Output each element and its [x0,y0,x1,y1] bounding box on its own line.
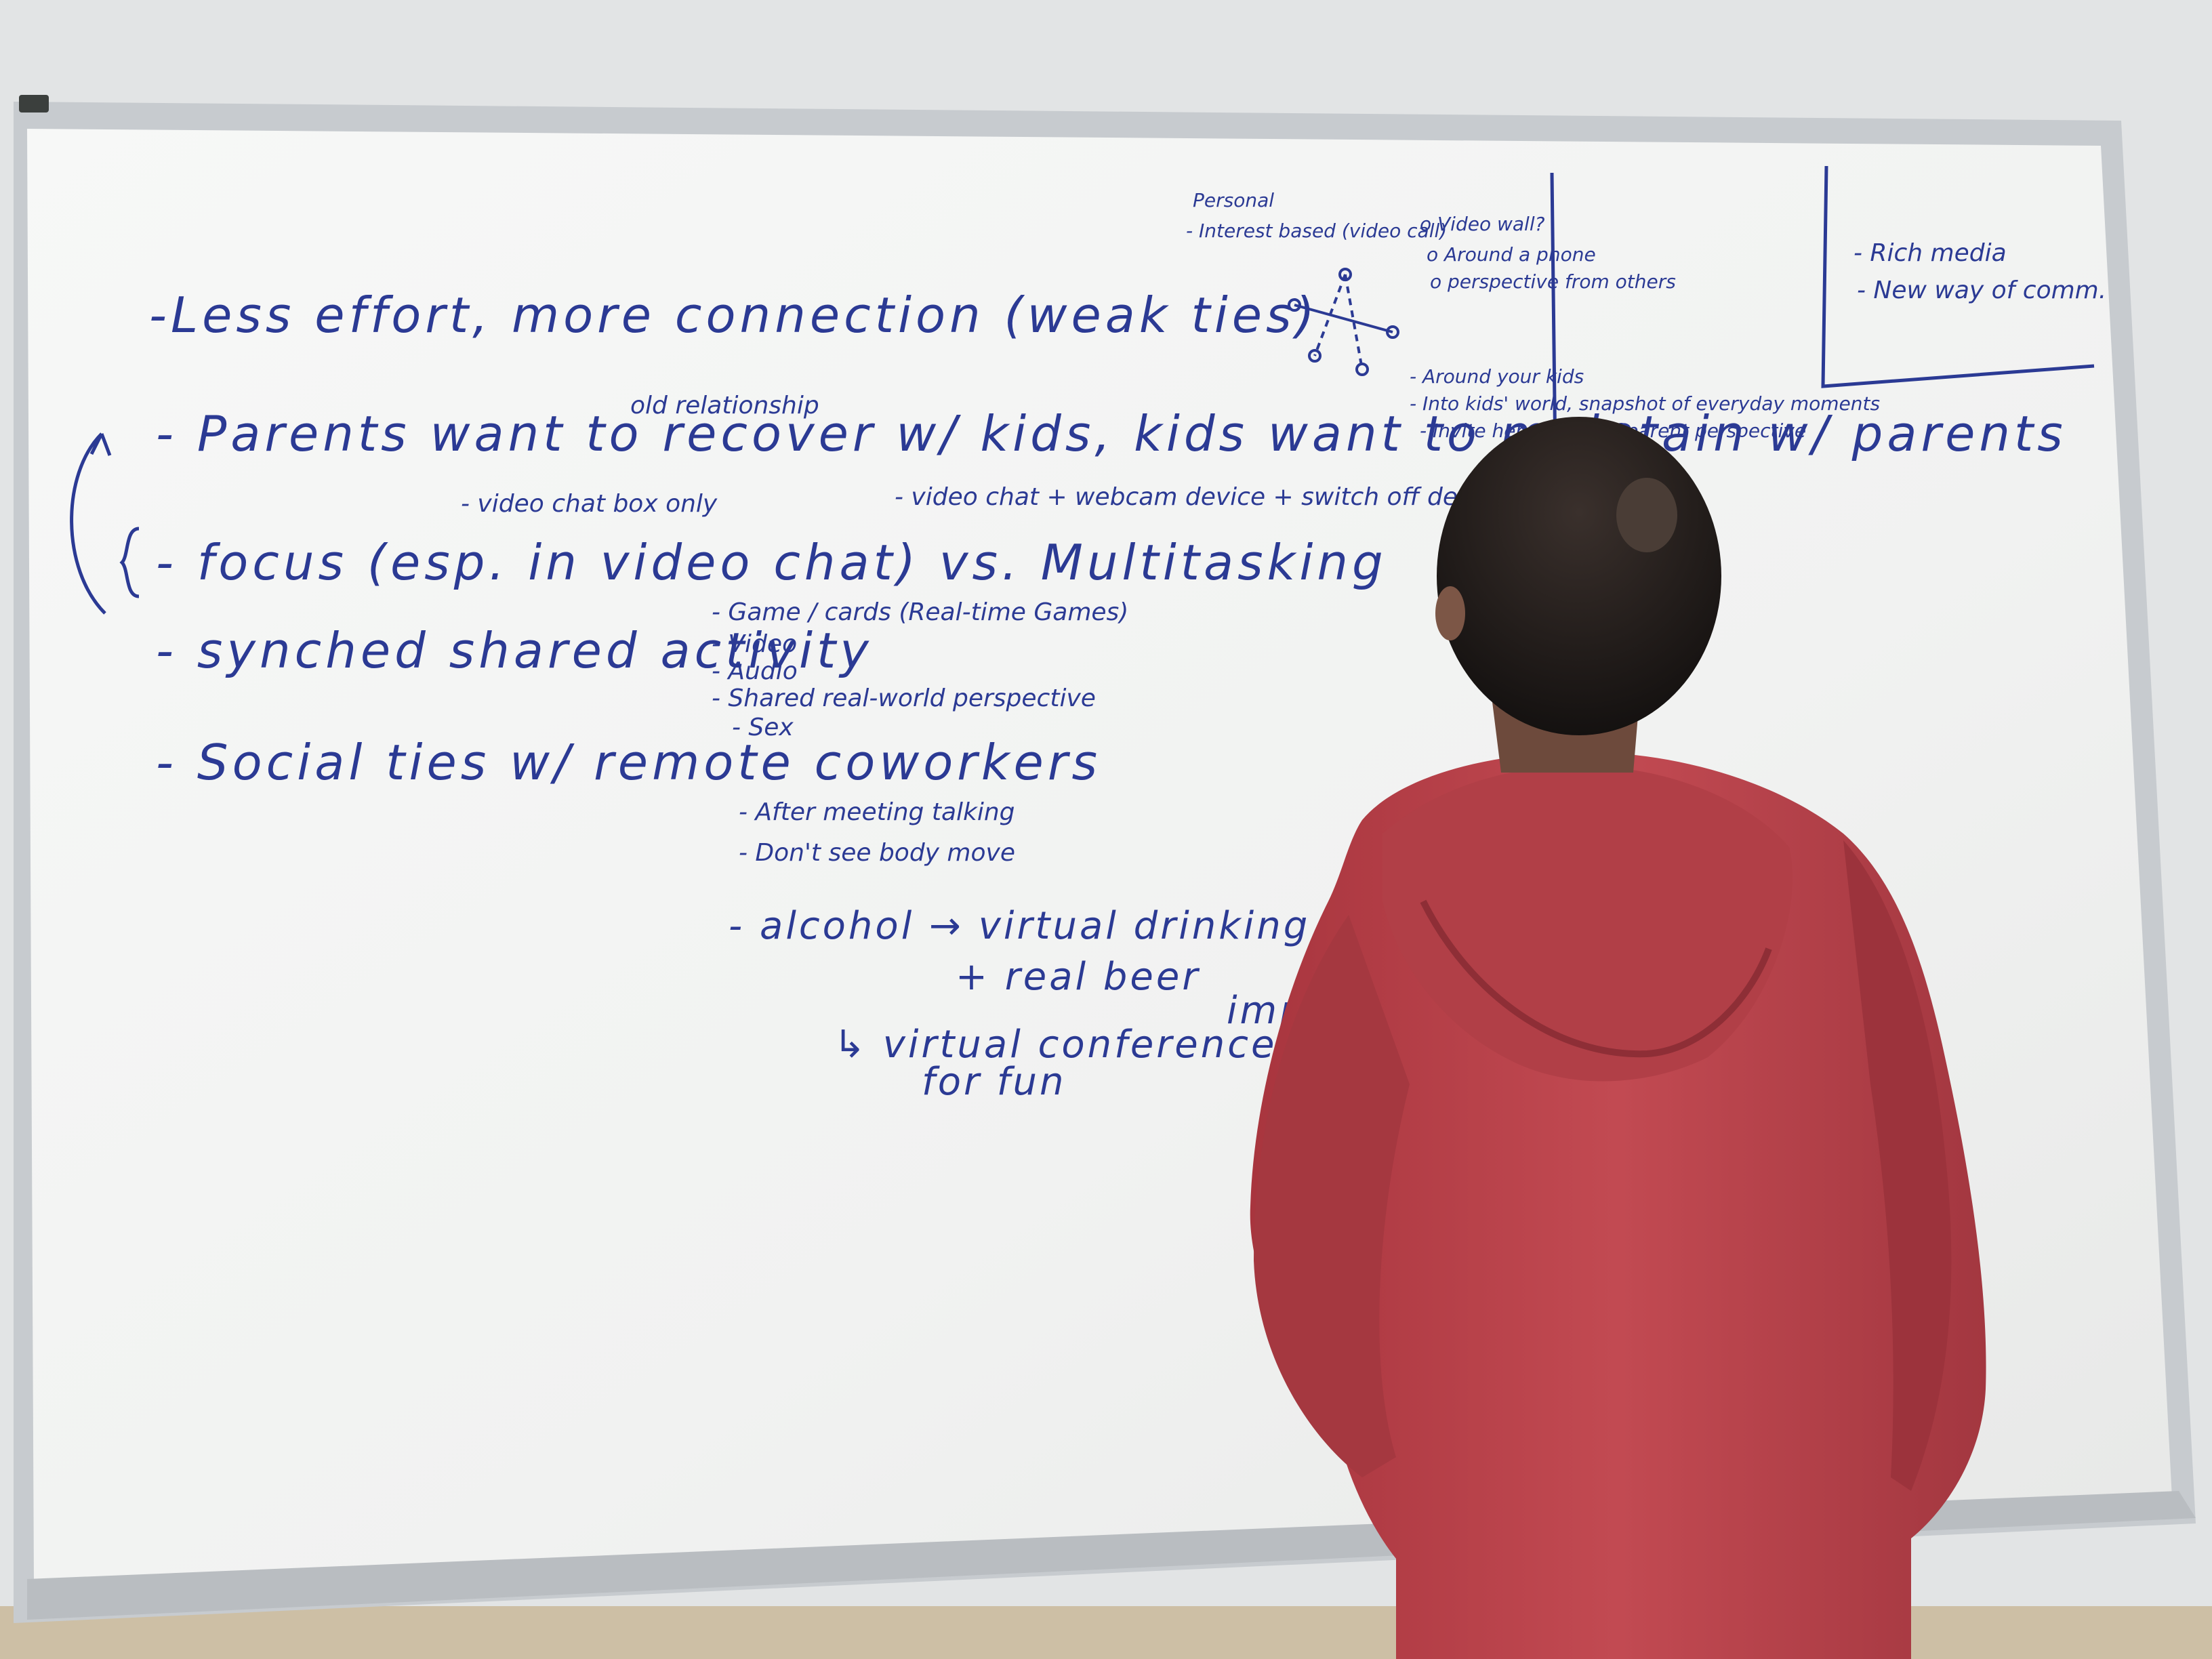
note-parents: - Parents want to recover w/ kids, kids … [156,405,2067,462]
activity-item: - Audio [712,657,798,685]
activity-item: - Sex [732,714,794,741]
top-note: - Into kids' world, snapshot of everyday… [1410,392,1880,415]
annotation-video-chat-box: - video chat box only [461,490,718,518]
network-diagram [1288,268,1399,376]
activity-item: - Video [712,630,797,658]
top-note: o Video wall? [1420,213,1545,235]
annotation-video-chat-plus: - video chat + webcam device + switch of… [895,483,1507,511]
coworker-item: + real beer [956,955,1200,999]
notes-box [1821,165,2095,388]
left-curly-bracket [119,527,140,598]
person [1250,417,1986,1659]
box-note: - Rich media [1853,239,2007,267]
top-note: Personal [1193,189,1274,211]
eraser [19,95,49,112]
note-social-ties: - Social ties w/ remote coworkers [156,734,1101,791]
coworker-item: for fun [922,1060,1067,1104]
top-note: - Around your kids [1410,365,1584,388]
ear [1435,586,1465,640]
top-note: - Interest based (video call) [1186,220,1447,242]
hair-crown [1616,478,1677,552]
left-arm [1254,915,1410,1477]
note-synched: - synched shared activity [156,622,873,679]
activity-item: - Game / cards (Real-time Games) [712,598,1128,626]
activity-item: - Shared real-world perspective [712,684,1096,712]
left-arrow-bracket [70,432,112,615]
annotation-old-relationship: old relationship [630,392,819,419]
divider-line [1550,172,1557,462]
box-note: - New way of comm. [1857,276,2106,304]
note-focus: - focus (esp. in video chat) vs. Multita… [156,534,1387,591]
right-arm [1843,840,1952,1491]
coworker-item: - Don't see body move [739,839,1015,867]
head [1437,417,1721,735]
hood-shadow [1420,899,1772,1058]
note-less-effort: -Less effort, more connection (weak ties… [149,287,1319,344]
hood [1382,766,1793,1082]
coworker-item: - After meeting talking [739,798,1015,826]
top-note: o Around a phone [1427,243,1596,266]
